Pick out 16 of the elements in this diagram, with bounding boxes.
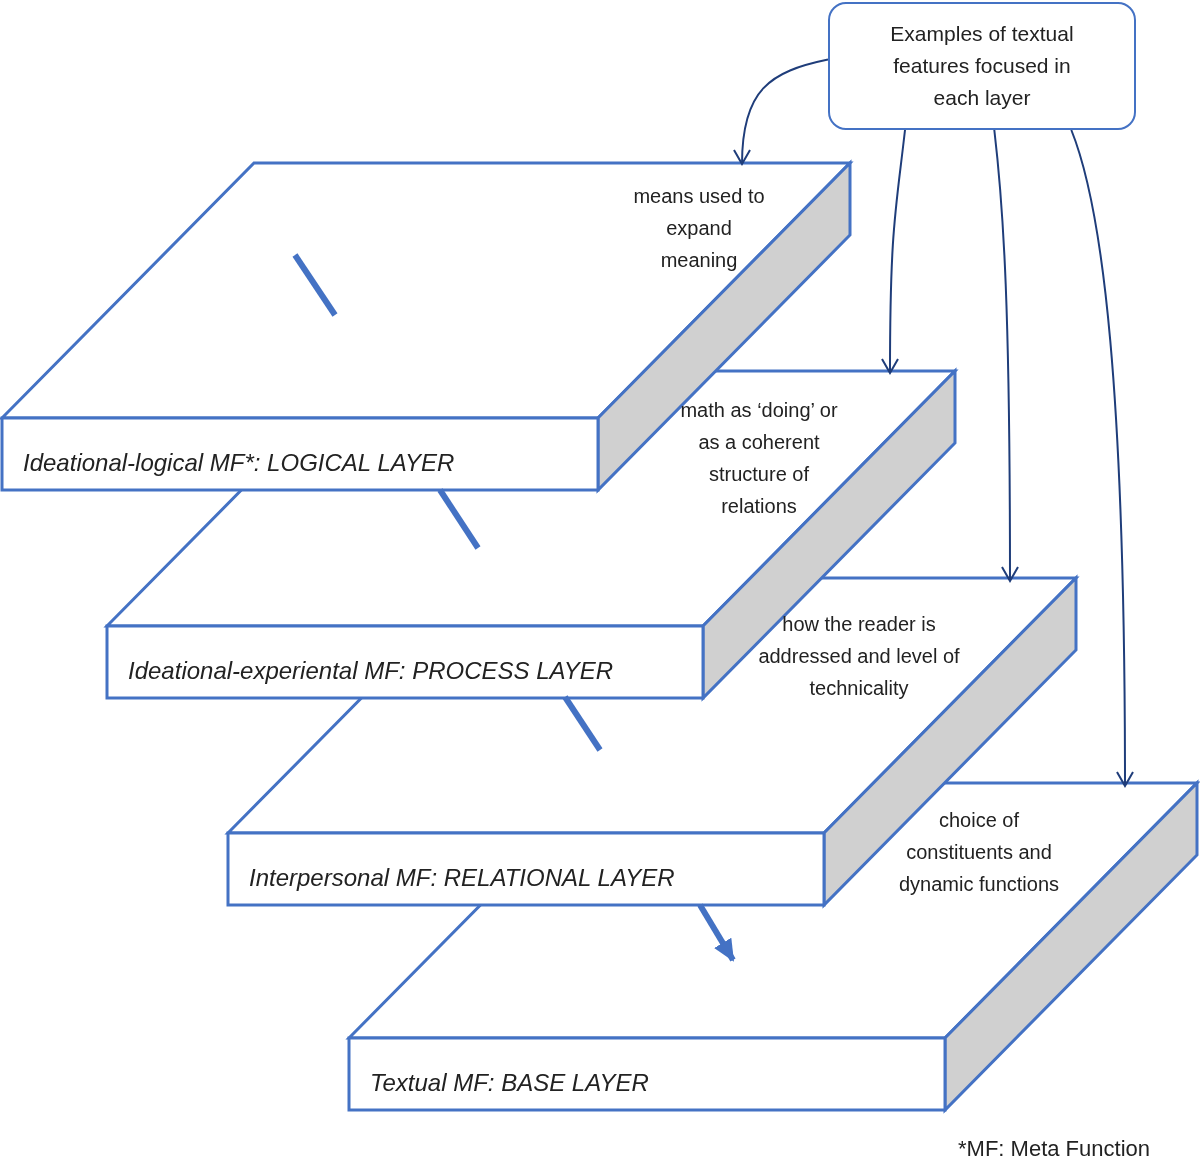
feature-text: means used to expand meaning bbox=[632, 184, 766, 273]
callout-box bbox=[828, 2, 1136, 130]
arrow bbox=[733, 58, 829, 165]
footnote: *MF: Meta Function bbox=[958, 1136, 1150, 1162]
layer-label: Ideational-experiental MF: PROCESS LAYER bbox=[128, 657, 614, 685]
feature-text: choice of constituents and dynamic functions bbox=[897, 808, 1061, 897]
arrow bbox=[1070, 129, 1134, 787]
layer-label: Interpersonal MF: RELATIONAL LAYER bbox=[249, 864, 675, 892]
layer-label: Ideational-logical MF*: LOGICAL LAYER bbox=[23, 449, 455, 477]
arrow bbox=[881, 129, 906, 374]
callout-text: Examples of textual features focused in each layer bbox=[889, 21, 1075, 111]
feature-text: how the reader is addressed and level of technicality bbox=[757, 612, 961, 701]
arrow bbox=[993, 129, 1019, 582]
arrow bbox=[697, 903, 736, 962]
feature-text: math as ‘doing’ or as a coherent structure of relations bbox=[679, 398, 839, 519]
layer-label: Textual MF: BASE LAYER bbox=[370, 1069, 649, 1097]
